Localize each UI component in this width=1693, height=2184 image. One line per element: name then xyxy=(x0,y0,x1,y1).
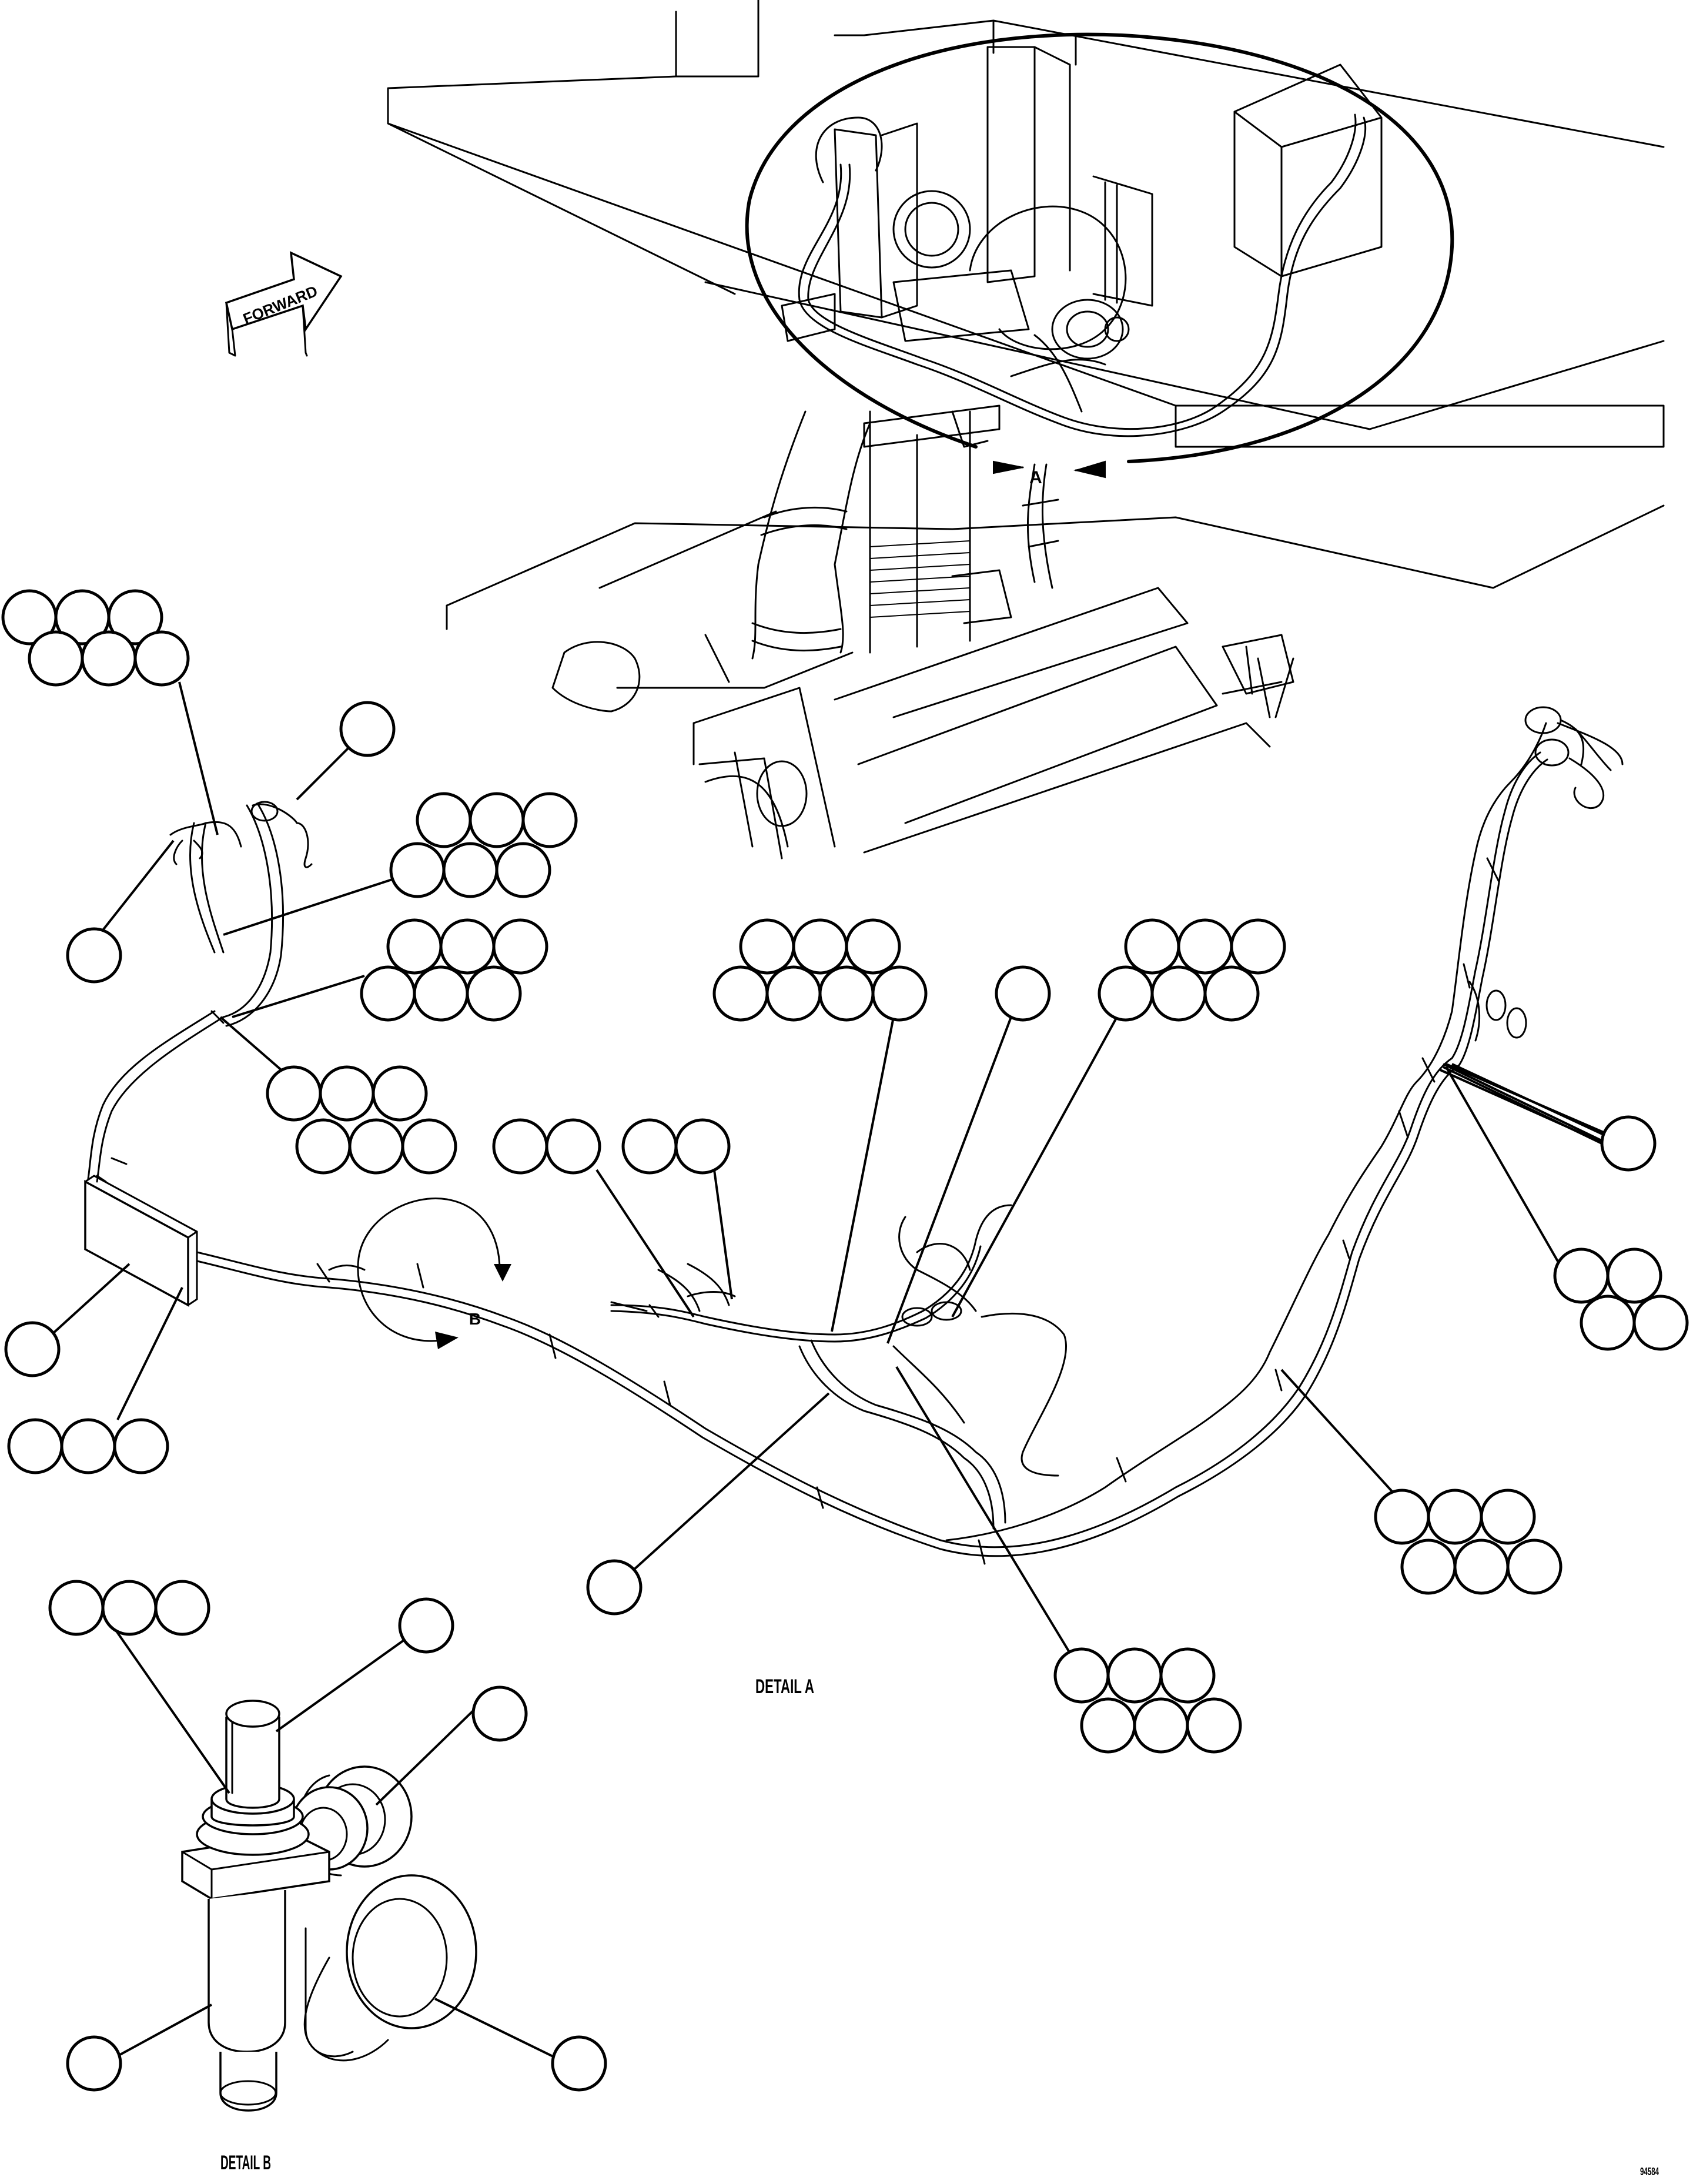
view-a-label: A xyxy=(1029,468,1042,487)
callout-group-10 xyxy=(621,1118,731,1175)
callout-22 xyxy=(66,2035,122,2092)
forward-arrow: FORWARD xyxy=(225,251,343,357)
callout-7 xyxy=(4,1321,61,1377)
view-b-label: B xyxy=(469,1310,481,1328)
floor-structure xyxy=(387,0,1665,859)
callout-12 xyxy=(995,965,1051,1022)
callout-2 xyxy=(339,701,396,757)
callout-group-15 xyxy=(1553,1247,1689,1351)
callout-group-9 xyxy=(492,1118,601,1175)
callout-group-13 xyxy=(1098,918,1286,1022)
callout-group-4 xyxy=(389,792,578,898)
view-a-indicator xyxy=(993,460,1106,479)
view-b-indicator xyxy=(357,1198,511,1349)
leader-lines xyxy=(31,681,1623,2062)
callout-group-16 xyxy=(1374,1489,1562,1595)
detail-a-title: DETAIL A xyxy=(755,1675,814,1698)
callout-group-6 xyxy=(266,1065,457,1175)
callout-group-11 xyxy=(712,918,928,1022)
callout-20 xyxy=(398,1597,454,1654)
detail-b-title: DETAIL B xyxy=(220,2152,271,2174)
callout-balloons xyxy=(1,589,1689,2092)
detail-b-assembly xyxy=(181,1700,477,2112)
callout-group-19 xyxy=(48,1580,210,1636)
callout-17 xyxy=(586,1559,643,1616)
callout-23 xyxy=(551,2035,607,2092)
callout-3 xyxy=(66,927,122,984)
detail-a-harness xyxy=(84,706,1624,1565)
callout-group-1 xyxy=(1,589,190,687)
figure-id: 94584 xyxy=(1640,2166,1659,2178)
callout-21 xyxy=(471,1685,528,1742)
callout-14 xyxy=(1600,1115,1657,1172)
callout-group-18 xyxy=(1053,1647,1242,1754)
area-inset-ellipse xyxy=(745,32,1454,463)
callout-group-8 xyxy=(7,1418,169,1474)
callout-group-5 xyxy=(360,918,548,1022)
